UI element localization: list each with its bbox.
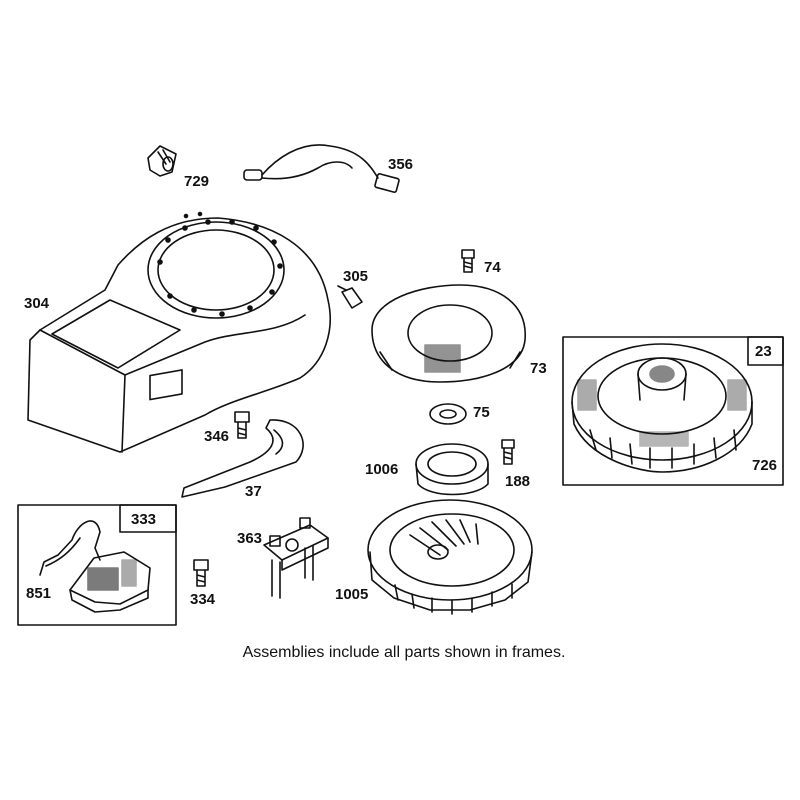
part-label-729: 729: [184, 173, 210, 190]
part-305-screw: [337, 285, 363, 309]
part-75-washer: [429, 403, 467, 425]
part-label-304: 304: [24, 295, 50, 312]
frame-label-23: 23: [755, 343, 772, 360]
part-363-bracket: [263, 517, 329, 599]
part-label-851: 851: [26, 585, 52, 602]
part-label-1005: 1005: [335, 586, 369, 603]
part-334-screw: [193, 559, 209, 587]
part-label-346: 346: [204, 428, 230, 445]
part-label-188: 188: [505, 473, 531, 490]
part-356-wire: [243, 144, 400, 193]
part-label-75: 75: [473, 404, 490, 421]
part-label-305: 305: [343, 268, 369, 285]
part-label-1006: 1006: [365, 461, 399, 478]
part-304-blower-housing: [27, 211, 331, 453]
part-346-screw: [234, 411, 250, 439]
part-729-grommet: [147, 145, 177, 177]
part-label-37: 37: [245, 483, 262, 500]
part-73-screen: [371, 284, 526, 383]
part-label-74: 74: [484, 259, 501, 276]
frame-label-333: 333: [131, 511, 157, 528]
part-74-screw: [461, 249, 475, 273]
diagram-caption: Assemblies include all parts shown in fr…: [242, 644, 566, 661]
part-37-air-guide: [181, 419, 304, 498]
part-label-726: 726: [752, 457, 778, 474]
part-1006-ratchet: [415, 443, 489, 496]
part-label-334: 334: [190, 591, 216, 608]
frame-23: [562, 336, 784, 486]
frame-333: [17, 504, 177, 626]
part-label-363: 363: [237, 530, 263, 547]
part-label-356: 356: [388, 156, 414, 173]
part-1005-flywheel: [367, 499, 533, 615]
part-label-73: 73: [530, 360, 547, 377]
part-188-screw: [501, 439, 515, 465]
